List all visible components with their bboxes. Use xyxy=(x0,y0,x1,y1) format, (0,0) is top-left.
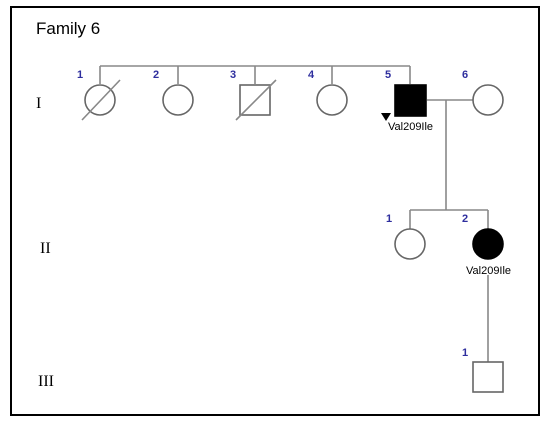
individual-iii1-male-symbol xyxy=(472,361,504,393)
individual-number-iii1: 1 xyxy=(462,347,468,359)
individual-number-ii2: 2 xyxy=(462,213,468,225)
individual-number-i1: 1 xyxy=(77,69,83,81)
individual-i6-female-symbol xyxy=(472,84,504,116)
pedigree-title: Family 6 xyxy=(36,19,100,38)
pedigree-frame xyxy=(10,6,540,416)
generation-label-i: I xyxy=(36,95,41,112)
individual-i5-affected-male-symbol xyxy=(394,84,427,117)
generation-label-ii: II xyxy=(40,240,51,257)
individual-number-i3: 3 xyxy=(230,69,236,81)
generation-label-iii: III xyxy=(38,373,54,390)
variant-label-ii2: Val209Ile xyxy=(466,265,511,277)
individual-number-i4: 4 xyxy=(308,69,315,81)
individual-number-i6: 6 xyxy=(462,69,468,81)
individual-number-i2: 2 xyxy=(153,69,159,81)
individual-ii1-female-symbol xyxy=(394,228,426,260)
variant-label-i5: Val209Ile xyxy=(388,121,433,133)
individual-i4-female-symbol xyxy=(316,84,348,116)
individual-number-i5: 5 xyxy=(385,69,391,81)
deceased-slash-i3 xyxy=(235,79,277,121)
deceased-slash-i1 xyxy=(81,79,121,121)
individual-number-ii1: 1 xyxy=(386,213,392,225)
individual-ii2-affected-female-symbol xyxy=(472,228,504,260)
proband-arrow-icon xyxy=(381,113,391,121)
individual-i2-female-symbol xyxy=(162,84,194,116)
